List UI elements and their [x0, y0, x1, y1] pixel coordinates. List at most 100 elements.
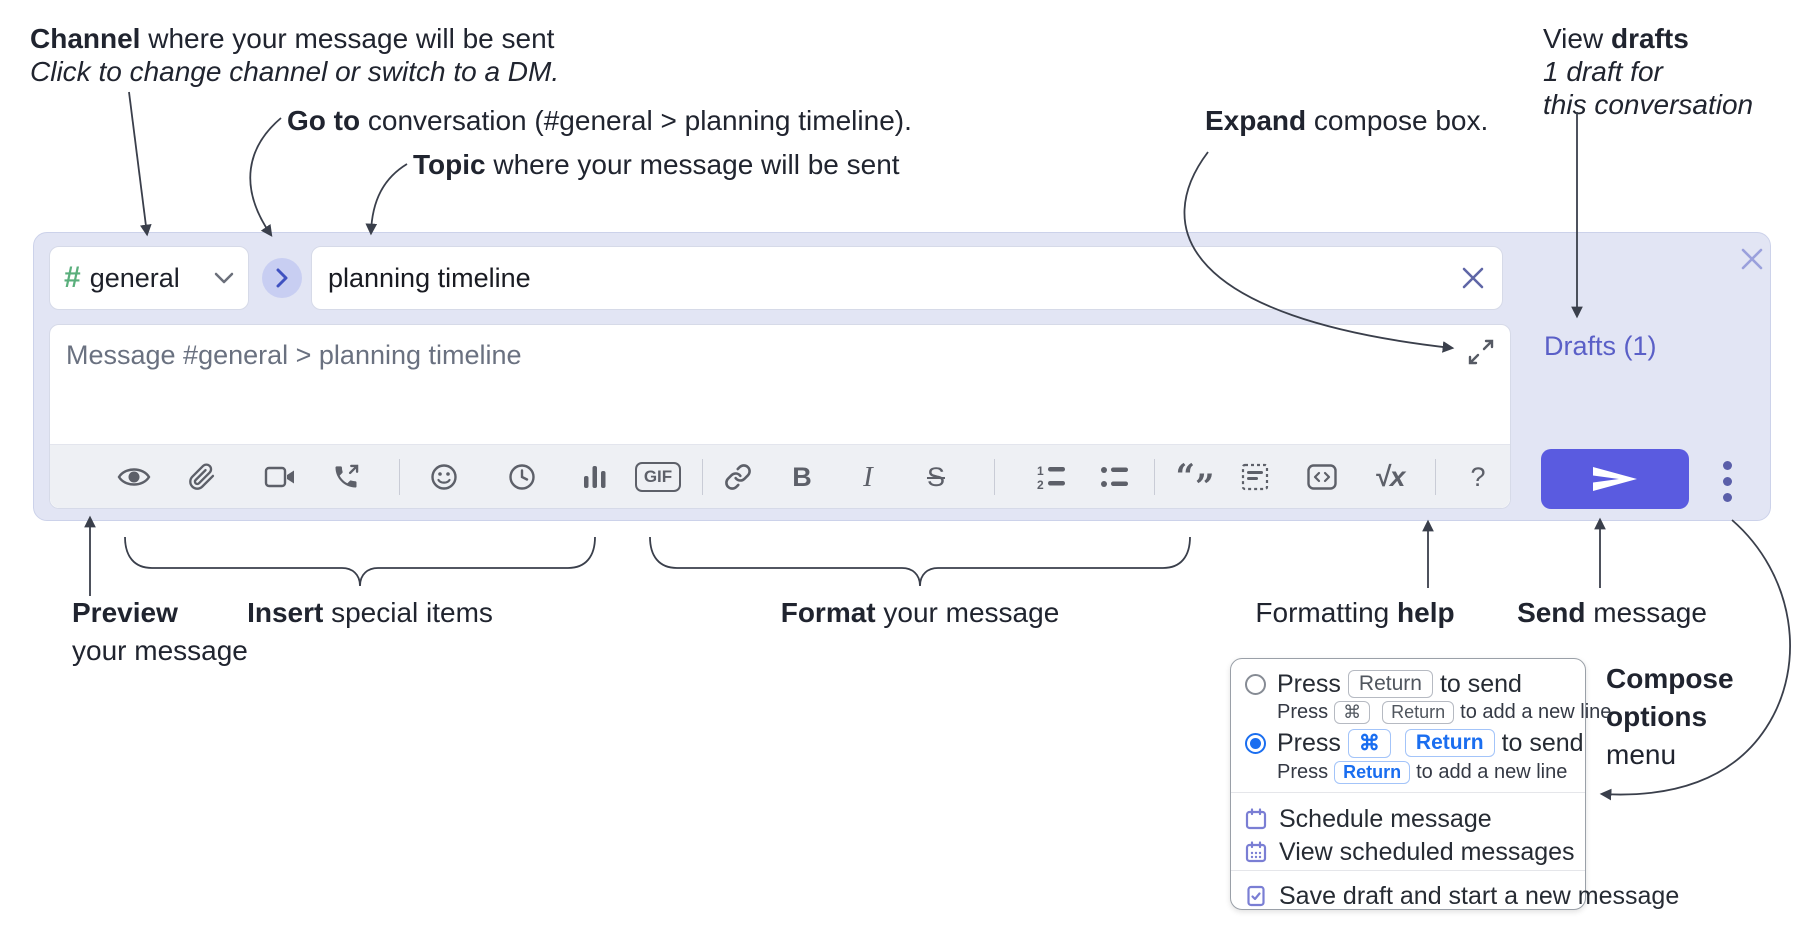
link-button[interactable] [712, 451, 764, 503]
goto-connector [249, 117, 282, 237]
return-key-chip: Return [1347, 670, 1433, 698]
cmd-return-to-send-subtext: Press Return to add a new line [1277, 760, 1568, 784]
return-key-chip: Return [1334, 760, 1411, 784]
sqrt-icon: √x [1374, 461, 1406, 492]
chevron-right-icon [275, 268, 289, 288]
channel-annotation: Channel where your message will be sent [30, 23, 555, 54]
insert-annotation: Insert special items [247, 597, 493, 628]
drafts-annotation-line3: this conversation [1543, 89, 1754, 120]
compose-options-annotation: Compose [1606, 663, 1734, 694]
topic-value: planning timeline [328, 262, 531, 293]
save-draft-item[interactable]: Save draft and start a new message [1245, 881, 1679, 911]
code-block-button[interactable] [1229, 451, 1281, 503]
code-block-icon [1241, 463, 1269, 491]
math-button[interactable]: √x [1360, 451, 1420, 503]
toolbar-divider [702, 459, 703, 495]
send-annotation: Send message [1517, 597, 1707, 628]
schedule-message-item[interactable]: Schedule message [1245, 804, 1492, 834]
video-clip-button[interactable] [254, 451, 306, 503]
cmd-return-to-send-option[interactable]: Press ⌘ Return to send [1231, 725, 1585, 761]
gif-icon: GIF [634, 462, 682, 492]
eye-icon [117, 464, 151, 490]
formatting-help-annotation: Formatting help [1255, 597, 1455, 628]
phone-outgoing-icon [332, 463, 360, 491]
expand-compose-icon[interactable] [1466, 337, 1496, 367]
formatting-toolbar: GIF B I S [50, 444, 1510, 508]
svg-text:2: 2 [1037, 478, 1044, 490]
clock-icon [508, 463, 536, 491]
emoji-button[interactable] [418, 451, 470, 503]
send-plane-icon [1591, 464, 1639, 494]
toolbar-divider [1435, 459, 1436, 495]
channel-hash-icon: # [64, 261, 81, 294]
return-to-send-subtext: Press ⌘ Return to add a new line [1277, 700, 1612, 724]
topic-input[interactable]: planning timeline [311, 246, 1503, 310]
goto-conversation-button[interactable] [262, 258, 302, 298]
channel-annotation-line2: Click to change channel or switch to a D… [30, 56, 560, 87]
close-compose-icon[interactable] [1734, 241, 1770, 277]
italic-button[interactable]: I [842, 451, 894, 503]
bulleted-list-button[interactable] [1089, 451, 1141, 503]
radio-unselected-icon[interactable] [1245, 673, 1266, 695]
bulleted-list-icon [1100, 464, 1130, 490]
insert-brace [124, 536, 596, 587]
drafts-annotation: View drafts [1543, 23, 1689, 54]
link-icon [724, 463, 752, 491]
compose-options-button[interactable] [1712, 457, 1742, 505]
return-to-send-option[interactable]: Press Return to send [1231, 667, 1585, 701]
return-key-chip: Return [1382, 700, 1455, 724]
strikethrough-button[interactable]: S [910, 451, 962, 503]
format-annotation: Format your message [780, 597, 1060, 628]
preview-annotation-line2: your message [72, 635, 248, 666]
recent-emoji-button[interactable] [496, 451, 548, 503]
channel-selector[interactable]: # general [49, 246, 249, 310]
cmd-key-chip: ⌘ [1334, 700, 1371, 724]
return-key-chip: Return [1404, 729, 1495, 757]
draft-check-icon [1245, 885, 1267, 907]
code-button[interactable] [1296, 451, 1348, 503]
drafts-link[interactable]: Drafts (1) [1544, 331, 1657, 361]
preview-annotation: Preview [72, 597, 178, 628]
goto-annotation: Go to conversation (#general > planning … [287, 105, 912, 136]
blockquote-icon: “” [1175, 457, 1215, 507]
clear-topic-icon[interactable] [1460, 265, 1486, 291]
drafts-annotation-line2: 1 draft for [1543, 56, 1663, 87]
poll-button[interactable] [569, 451, 621, 503]
expand-annotation: Expand compose box. [1205, 105, 1489, 136]
message-input[interactable]: Message #general > planning timeline [66, 340, 522, 370]
chevron-down-icon [214, 271, 234, 285]
strikethrough-icon: S [926, 461, 945, 492]
calendar-icon [1245, 808, 1267, 830]
radio-selected-icon[interactable] [1245, 732, 1266, 754]
channel-name: general [89, 262, 180, 293]
message-input-panel: Message #general > planning timeline [49, 324, 1511, 509]
view-scheduled-messages-item[interactable]: View scheduled messages [1245, 837, 1575, 867]
toolbar-divider [1154, 459, 1155, 495]
send-button[interactable] [1541, 449, 1689, 509]
attach-file-button[interactable] [176, 451, 228, 503]
format-brace [649, 536, 1191, 587]
formatting-help-button[interactable]: ? [1452, 451, 1504, 503]
preview-button[interactable] [108, 451, 160, 503]
video-camera-icon [264, 465, 296, 489]
bold-icon: B [792, 461, 812, 492]
blockquote-button[interactable]: “” [1169, 451, 1221, 507]
cmd-key-chip: ⌘ [1347, 728, 1391, 758]
bold-button[interactable]: B [776, 451, 828, 503]
paperclip-icon [188, 463, 216, 491]
menu-divider [1231, 792, 1585, 793]
topic-annotation: Topic where your message will be sent [413, 149, 900, 180]
calendar-grid-icon [1245, 841, 1267, 863]
topic-connector [365, 163, 408, 236]
menu-divider [1231, 870, 1585, 871]
audio-call-button[interactable] [320, 451, 372, 503]
toolbar-divider [399, 459, 400, 495]
gif-button[interactable]: GIF [628, 451, 688, 503]
code-icon [1307, 464, 1337, 490]
compose-options-menu: Press Return to send Press ⌘ Return to a… [1230, 658, 1679, 910]
bar-chart-icon [582, 464, 608, 490]
italic-icon: I [863, 460, 873, 493]
